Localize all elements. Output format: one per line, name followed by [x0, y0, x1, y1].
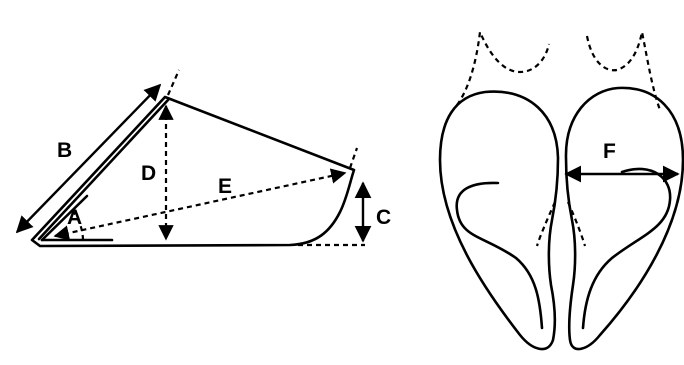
label-d: D [141, 162, 156, 185]
interdigital-dash [537, 202, 585, 246]
label-b: B [57, 139, 72, 162]
right-top-dash [587, 32, 660, 110]
left-top-dash [457, 32, 549, 105]
label-f: F [603, 140, 616, 163]
toe-tip-dash [168, 70, 179, 95]
label-e: E [218, 175, 232, 198]
hoof-sole-view [440, 32, 683, 349]
arrow-b-toe-length [17, 85, 160, 232]
arrow-e-diagonal [55, 173, 345, 236]
label-c: C [376, 206, 391, 229]
label-a: A [67, 206, 82, 229]
heel-tip-dash [350, 148, 357, 168]
right-claw-outline [566, 88, 683, 349]
